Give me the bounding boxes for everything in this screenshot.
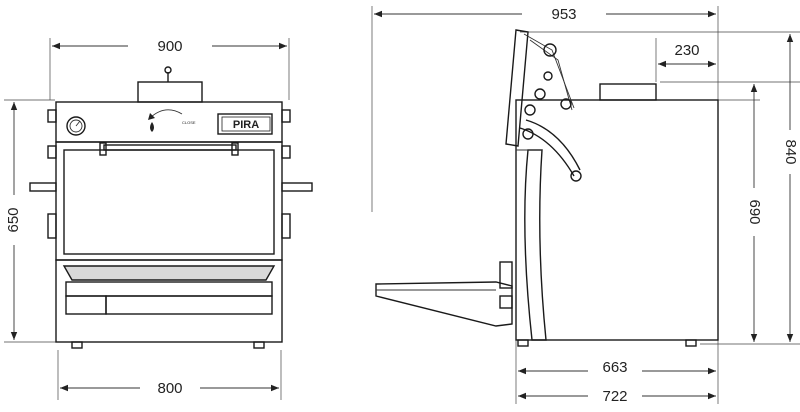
door-arm-top — [523, 33, 575, 109]
ash-drawer-top — [65, 281, 273, 297]
brand-logo: PIRA — [217, 113, 273, 135]
front-post — [524, 149, 547, 341]
dim-side-base-depth: 722 — [518, 388, 716, 405]
dim-side-chimney: 230 — [658, 42, 716, 68]
dim-side-overall-depth: 953 — [374, 6, 716, 23]
door-pivot — [534, 88, 546, 100]
dim-front-bottom-label: 800 — [157, 380, 182, 397]
side-handle-left — [29, 182, 57, 192]
dim-side-body-height-label: 690 — [746, 199, 763, 224]
side-handle-right — [281, 182, 313, 192]
side-handle-arm — [519, 127, 575, 177]
thermometer-icon — [66, 116, 86, 136]
ash-tray-shade — [64, 266, 274, 280]
door-handle — [103, 144, 237, 151]
flame-icon — [150, 122, 154, 132]
side-door — [505, 29, 529, 147]
side-view: 953 230 840 690 663 722 — [371, 6, 800, 405]
side-body — [515, 99, 719, 341]
dim-front-top-label: 900 — [157, 38, 182, 55]
chimney — [137, 81, 203, 103]
shelf-bracket — [499, 261, 513, 289]
dim-side-body-depth: 663 — [518, 359, 716, 376]
damper-control: CLOSE — [148, 109, 196, 132]
hinge-left-top — [47, 109, 57, 123]
hinge-left-mid — [47, 145, 57, 159]
door-arm-top-inner — [529, 39, 573, 111]
lower-body — [55, 259, 283, 343]
ash-tray — [62, 265, 276, 281]
dim-front-top: 900 — [52, 38, 287, 55]
door-pivot-right — [560, 98, 572, 110]
dim-side-body-height: 690 — [746, 84, 763, 342]
dim-side-base-depth-label: 722 — [602, 388, 627, 405]
dim-side-body-depth-label: 663 — [602, 359, 627, 376]
dim-front-bottom: 800 — [59, 380, 279, 397]
front-view: 900 800 650 — [4, 38, 313, 400]
handle-bracket-right — [231, 142, 239, 156]
control-label: CLOSE — [182, 120, 196, 125]
front-shelf — [375, 281, 513, 327]
dim-side-chimney-label: 230 — [674, 42, 699, 59]
door-hinge-top — [543, 43, 557, 57]
side-foot-front — [517, 339, 529, 347]
hinge-right-top — [281, 109, 291, 123]
handle-bracket-left — [99, 142, 107, 156]
ash-drawer-left — [65, 295, 107, 315]
dim-side-overall-height: 840 — [782, 34, 799, 342]
oven-door-frame — [55, 141, 283, 261]
logo-text: PIRA — [233, 119, 259, 131]
chimney-knob — [164, 66, 172, 74]
shelf-bracket-low — [499, 295, 513, 309]
hinge-right-low — [281, 213, 291, 239]
door-hinge-mid — [543, 71, 553, 81]
side-handle-arm-outer — [525, 119, 581, 171]
dim-side-overall-depth-label: 953 — [551, 6, 576, 23]
ash-drawer-right — [105, 295, 273, 315]
side-foot-rear — [685, 339, 697, 347]
side-chimney — [599, 83, 657, 101]
side-handle-knob — [570, 170, 582, 182]
door-pivot-low — [524, 104, 536, 116]
foot-right — [253, 341, 265, 349]
oven-door — [63, 149, 275, 255]
hinge-left-low — [47, 213, 57, 239]
foot-left — [71, 341, 83, 349]
hinge-right-mid — [281, 145, 291, 159]
dim-front-height: 650 — [5, 102, 22, 340]
dim-side-overall-height-label: 840 — [782, 139, 799, 164]
dim-front-height-label: 650 — [5, 207, 22, 232]
